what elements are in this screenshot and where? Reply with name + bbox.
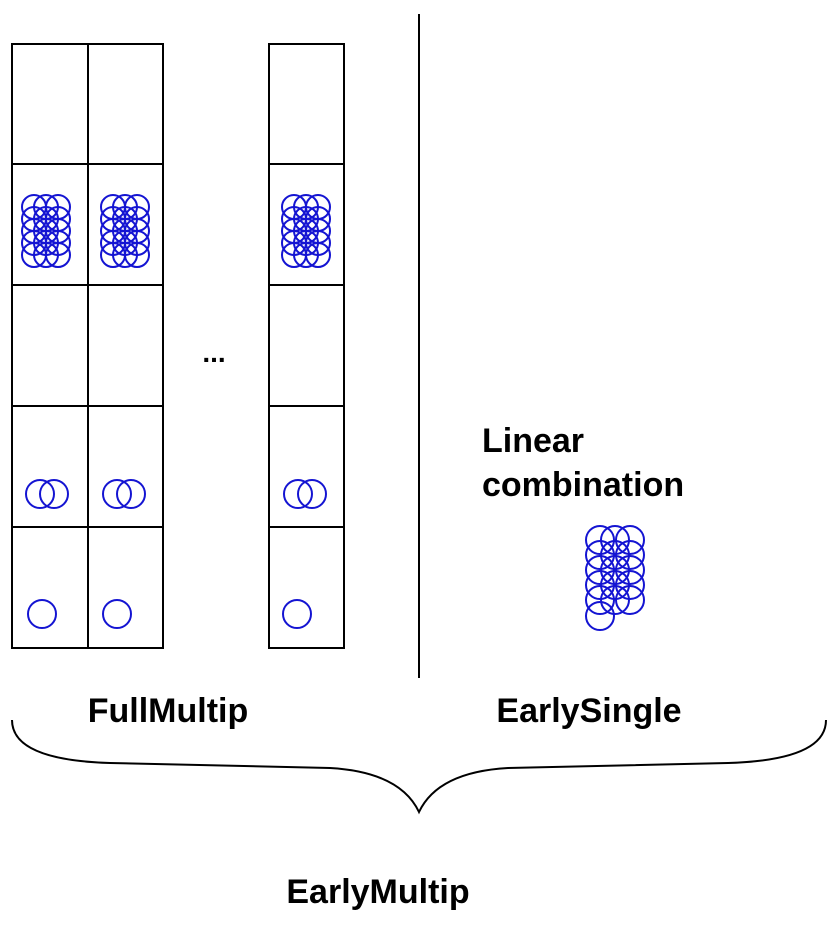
circle-single-col2 (102, 599, 132, 629)
column-2-border (87, 43, 164, 649)
column-n-border (268, 43, 345, 649)
circle-cluster-row2-col2 (100, 194, 150, 268)
circle-single-col1 (27, 599, 57, 629)
column-1-border (11, 43, 89, 649)
circle-cluster-row2-col1 (21, 194, 71, 268)
column-1 (11, 43, 89, 649)
linear-combination-line1: Linear (482, 422, 584, 460)
circle-single-row5 (27, 599, 312, 629)
circle-pair-row4-col2 (102, 479, 146, 509)
circle-cluster-row2-coln (281, 194, 331, 268)
column-2 (87, 43, 164, 649)
linear-combination-cluster (585, 525, 645, 631)
column-n (268, 43, 345, 649)
circle-pair-row4-coln (283, 479, 327, 509)
linear-combination-line2: combination (482, 466, 684, 504)
early-single-label: EarlySingle (496, 692, 681, 730)
curly-brace (11, 719, 827, 815)
full-multip-label: FullMultip (88, 692, 249, 730)
ellipsis: ... (202, 337, 225, 368)
early-multip-label: EarlyMultip (286, 873, 469, 911)
circle-pair-row4-col1 (25, 479, 69, 509)
circle-single-coln (282, 599, 312, 629)
